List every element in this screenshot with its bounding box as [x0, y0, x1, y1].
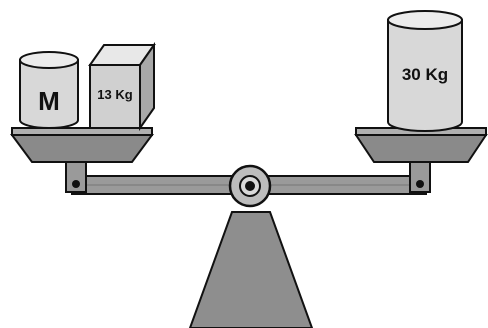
weight-30kg-cylinder: 30 Kg	[387, 10, 463, 132]
right-pivot-pin-icon	[416, 180, 424, 188]
right-pan	[354, 127, 488, 163]
fulcrum-stand	[188, 211, 314, 328]
weight-13kg-label: 13 Kg	[97, 87, 132, 102]
center-pivot	[228, 164, 272, 208]
weight-30kg-label: 30 Kg	[402, 65, 448, 84]
right-pan-hanger	[409, 161, 431, 193]
mass-m-cylinder: M	[19, 51, 79, 129]
weight-13kg-box: 13 Kg	[88, 41, 156, 132]
left-pan-hanger	[65, 161, 87, 193]
left-pan	[10, 127, 154, 163]
left-pivot-pin-icon	[72, 180, 80, 188]
mass-m-label: M	[38, 86, 60, 116]
